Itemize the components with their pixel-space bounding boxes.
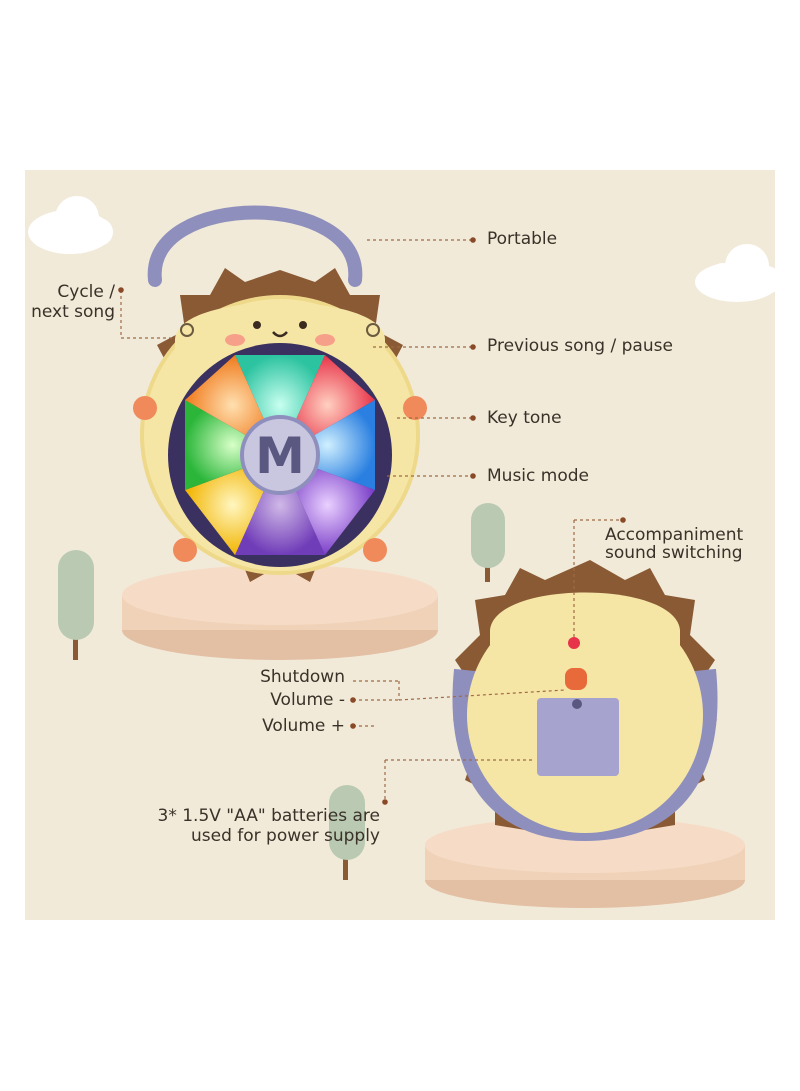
music-mode-button [240, 415, 320, 495]
tree-bottom [329, 785, 365, 880]
label-accompaniment-line1: Accompaniment [605, 525, 744, 545]
battery-cover [537, 698, 619, 776]
label-previous-song: Previous song / pause [487, 336, 673, 356]
toy-back [452, 560, 718, 842]
pedestal-back [425, 817, 745, 908]
pedestal-front [122, 565, 438, 660]
label-music-mode: Music mode [487, 466, 589, 486]
label-battery-line1: 3* 1.5V "AA" batteries are [157, 806, 381, 826]
product-scene: M Portable Cycle / next song Previous so… [25, 170, 775, 920]
label-volume-minus: Volume - [270, 690, 345, 710]
cloud-right [695, 244, 775, 302]
label-accompaniment-line2: sound switching [605, 543, 743, 563]
leader-dots [118, 237, 626, 805]
label-cycle-line2: next song [31, 302, 115, 322]
product-illustration: M [28, 196, 775, 908]
tree-left [58, 550, 94, 660]
label-cycle-line1: Cycle / [57, 282, 115, 302]
cloud-left [28, 196, 113, 254]
label-volume-plus: Volume + [262, 716, 345, 736]
face-panel [175, 302, 385, 360]
tree-middle [471, 503, 505, 582]
label-shutdown: Shutdown [260, 667, 345, 687]
power-switch [565, 668, 587, 690]
toy-front [133, 205, 427, 582]
label-portable: Portable [487, 229, 558, 249]
label-key-tone: Key tone [487, 408, 562, 428]
center-m-label: M [255, 427, 305, 485]
accompaniment-switch [568, 637, 580, 649]
leader-lines [120, 239, 623, 802]
handle [147, 205, 363, 287]
label-battery-line2: used for power supply [190, 826, 380, 846]
